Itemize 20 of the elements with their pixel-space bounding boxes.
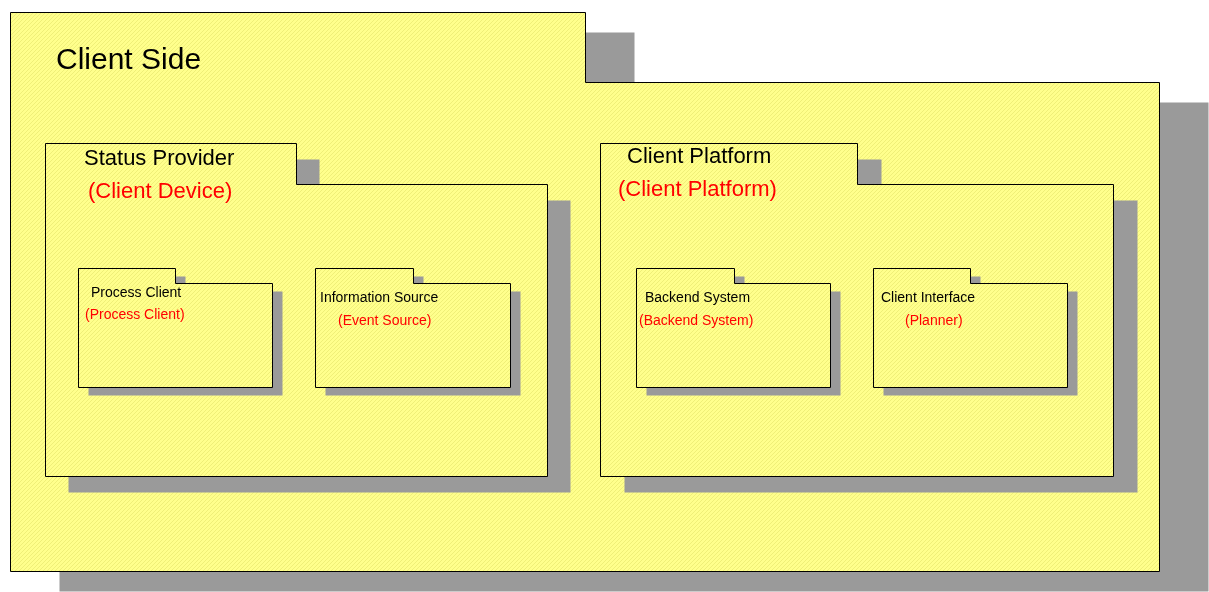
package-title: Process Client bbox=[91, 284, 182, 301]
package-title: Client Platform bbox=[627, 143, 772, 169]
package-shape bbox=[600, 143, 1138, 493]
package-shape bbox=[315, 268, 521, 396]
package-title: Backend System bbox=[645, 289, 751, 306]
package-alias: (Planner) bbox=[905, 312, 963, 329]
package-alias: (Process Client) bbox=[85, 306, 185, 323]
package-title: Client Side bbox=[56, 42, 202, 77]
package-alias: (Client Platform) bbox=[618, 176, 777, 202]
package-shape bbox=[10, 12, 1209, 592]
package-alias: (Backend System) bbox=[639, 312, 754, 329]
package-shape bbox=[78, 268, 283, 396]
package-title: Status Provider bbox=[84, 145, 235, 171]
package-shape bbox=[45, 143, 571, 493]
package-title: Information Source bbox=[320, 289, 439, 306]
package-shape bbox=[636, 268, 841, 396]
package-title: Client Interface bbox=[881, 289, 976, 306]
package-alias: (Event Source) bbox=[338, 312, 432, 329]
package-shape bbox=[873, 268, 1078, 396]
package-alias: (Client Device) bbox=[88, 178, 233, 204]
